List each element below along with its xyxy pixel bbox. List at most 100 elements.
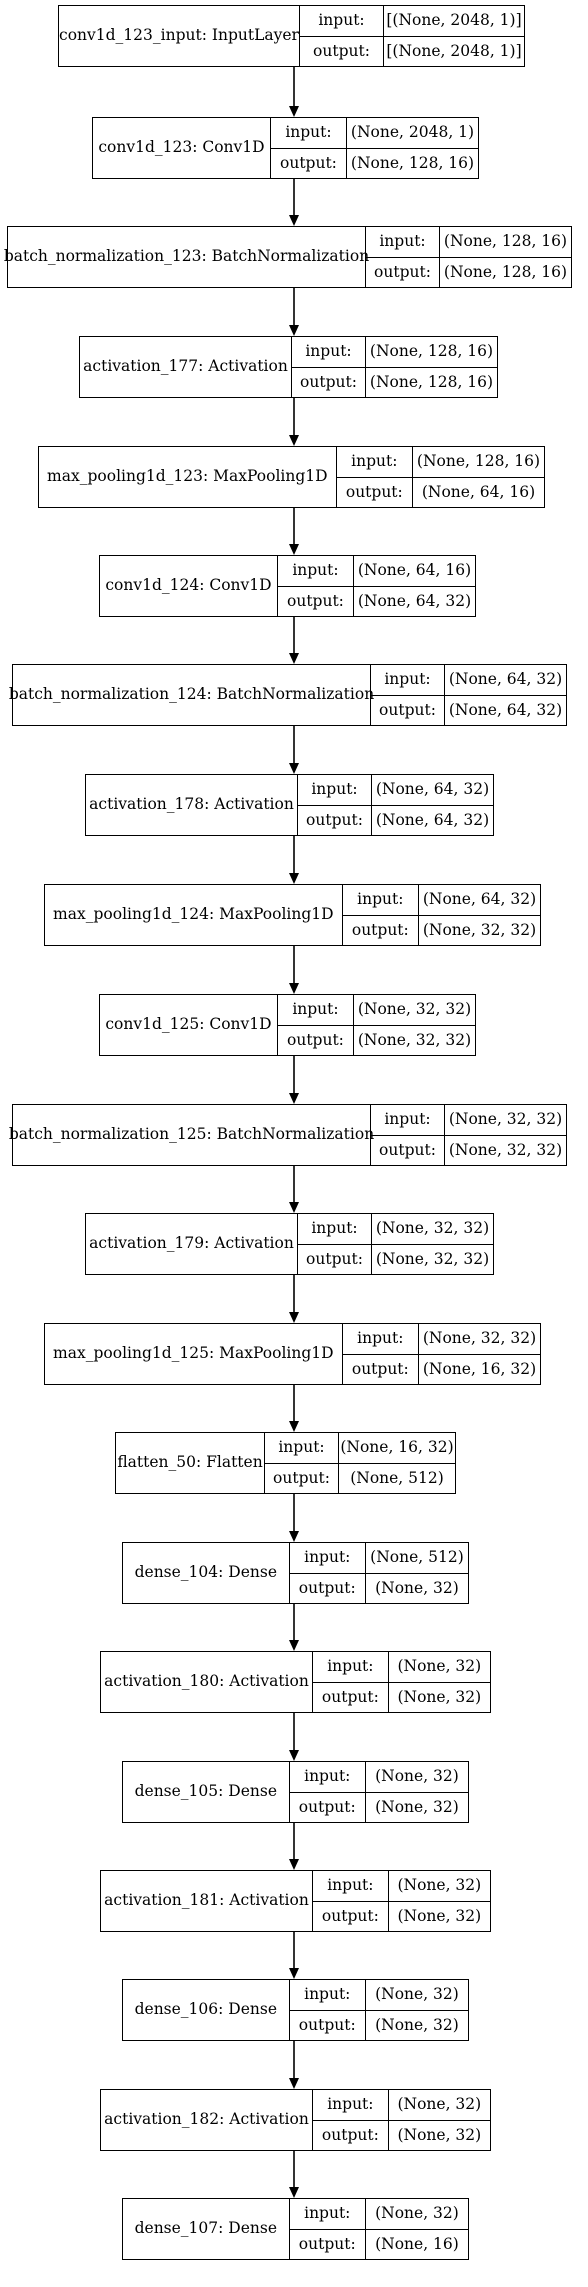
output-shape: (None, 16, 32) (422, 1359, 537, 1378)
input-shape: (None, 128, 16) (440, 227, 571, 258)
input-shape: (None, 32) (388, 1652, 490, 1683)
io-values: (None, 128, 16)(None, 128, 16) (440, 227, 571, 287)
output-shape: (None, 32) (397, 2125, 482, 2144)
layer-name: dense_107: Dense (123, 2199, 290, 2259)
output-shape: (None, 64, 32) (357, 591, 472, 610)
input-shape: (None, 32) (365, 1762, 468, 1793)
io-values: (None, 16, 32)(None, 512) (339, 1433, 455, 1493)
arrow-head-icon (289, 1421, 299, 1432)
arrow-head-icon (289, 106, 299, 117)
output-shape: (None, 32, 32) (422, 920, 537, 939)
io-values: (None, 32, 32) (None, 32, 32) (354, 995, 475, 1055)
io-values: (None, 64, 32)(None, 32, 32) (419, 885, 540, 945)
layer-name: conv1d_125: Conv1D (100, 995, 278, 1055)
input-label: input: (342, 885, 418, 916)
output-label: output: (300, 372, 357, 391)
output-label: output: (379, 1140, 436, 1159)
output-shape: (None, 64, 16) (421, 482, 536, 501)
output-label: output: (298, 2234, 356, 2253)
io-labels: input: output: (289, 1980, 366, 2040)
input-shape: (None, 128, 16) (366, 337, 497, 368)
io-values: (None, 32) (None, 32) (388, 2090, 490, 2150)
io-values: (None, 64, 16)(None, 64, 32) (354, 556, 475, 616)
input-label: input: (371, 665, 444, 696)
input-shape: (None, 2048, 1) (347, 118, 478, 149)
input-label: input: (289, 1543, 365, 1574)
input-shape: (None, 32) (388, 2090, 490, 2121)
input-shape: (None, 32, 32) (354, 995, 475, 1026)
layer-name: batch_normalization_125: BatchNormalizat… (9, 1105, 374, 1165)
output-shape: (None, 32) (375, 1797, 459, 1816)
arrow-head-icon (289, 2078, 299, 2089)
arrow-head-icon (289, 1531, 299, 1542)
arrow-head-icon (289, 544, 299, 555)
output-label: output: (298, 1797, 356, 1816)
output-label: output: (298, 2015, 356, 2034)
output-shape: (None, 128, 16) (369, 372, 494, 391)
output-label: output: (374, 262, 431, 281)
input-label: input: (342, 1324, 418, 1355)
input-shape: [(None, 2048, 1)] (384, 6, 524, 37)
arrow-head-icon (289, 653, 299, 664)
layer-name: dense_104: Dense (123, 1543, 290, 1603)
io-values: (None, 32) (None, 32) (365, 1980, 468, 2040)
output-label: output: (379, 700, 436, 719)
output-label: output: (280, 153, 337, 172)
layer-name: activation_179: Activation (86, 1214, 298, 1274)
output-shape: (None, 32) (375, 2015, 459, 2034)
io-values: (None, 128, 16) (None, 128, 16) (366, 337, 497, 397)
output-label: output: (345, 482, 403, 501)
input-label: input: (298, 1214, 371, 1245)
layer-name: flatten_50: Flatten (116, 1433, 265, 1493)
layer-name: conv1d_123_input: InputLayer (59, 6, 300, 66)
output-label: output: (313, 41, 370, 60)
output-shape: (None, 32) (397, 1687, 482, 1706)
input-label: input: (289, 1980, 365, 2011)
input-label: input: (313, 1652, 388, 1683)
layer-node-batch-normalization-124: batch_normalization_124: BatchNormalizat… (9, 664, 567, 726)
output-shape: (None, 32, 32) (375, 1249, 490, 1268)
io-values: (None, 32)(None, 16) (365, 2199, 468, 2259)
layer-node-batch-normalization-123: batch_normalization_123: BatchNormalizat… (4, 226, 572, 288)
layer-name: conv1d_123: Conv1D (93, 118, 271, 178)
io-labels: input:output: (289, 1543, 366, 1603)
input-shape: (None, 32) (388, 1871, 490, 1902)
input-label: input: (265, 1433, 338, 1464)
arrow-head-icon (289, 325, 299, 336)
output-shape: (None, 32, 32) (357, 1030, 472, 1049)
input-label: input: (336, 447, 412, 478)
output-label: output: (306, 1249, 363, 1268)
output-label: output: (287, 1030, 344, 1049)
output-label: output: (351, 1359, 409, 1378)
io-labels: input:output: (270, 118, 347, 178)
output-label: output: (321, 2125, 379, 2144)
io-labels: input: output: (336, 447, 413, 507)
io-labels: input:output: (342, 885, 419, 945)
output-shape: (None, 128, 16) (350, 153, 475, 172)
output-shape: (None, 64, 32) (448, 700, 563, 719)
layer-node-batch-normalization-125: batch_normalization_125: BatchNormalizat… (9, 1104, 567, 1166)
arrow-head-icon (289, 435, 299, 446)
io-labels: input:output: (313, 2090, 389, 2150)
output-label: output: (287, 591, 344, 610)
io-values: (None, 32, 32)(None, 32, 32) (372, 1214, 493, 1274)
io-labels: input:output: (265, 1433, 339, 1493)
layer-name: dense_105: Dense (123, 1762, 290, 1822)
layer-name: activation_178: Activation (86, 775, 298, 835)
io-labels: input:output: (289, 2199, 366, 2259)
arrow-head-icon (289, 215, 299, 226)
input-shape: (None, 32) (365, 1980, 468, 2011)
layer-name: activation_180: Activation (101, 1652, 313, 1712)
io-values: (None, 32) (None, 32) (365, 1762, 468, 1822)
io-labels: input:output: (300, 6, 384, 66)
